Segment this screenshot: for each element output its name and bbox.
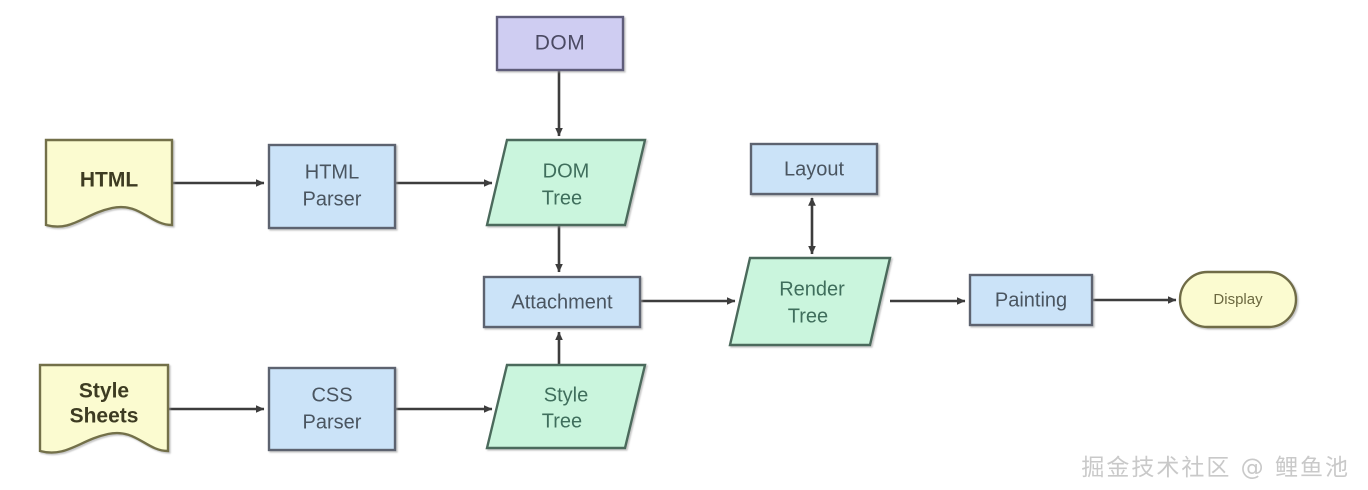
html-parser-label-line2: Parser bbox=[303, 188, 362, 210]
css-parser-label-line1: CSS bbox=[311, 384, 352, 406]
display-stadium bbox=[1178, 270, 1298, 329]
html-document-shape bbox=[44, 138, 174, 228]
node-display[interactable]: Display bbox=[1178, 270, 1298, 329]
display-label: Display bbox=[1213, 291, 1263, 308]
node-html[interactable]: HTML bbox=[44, 138, 174, 228]
dom-tree-label-line1: DOM bbox=[543, 160, 590, 182]
node-layout[interactable]: Layout bbox=[749, 142, 879, 196]
node-painting[interactable]: Painting bbox=[968, 273, 1094, 327]
dom-box bbox=[495, 15, 625, 72]
style-tree-label-line1: Style bbox=[544, 384, 588, 406]
node-render-tree[interactable]: Render Tree bbox=[728, 256, 892, 347]
node-style-tree[interactable]: Style Tree bbox=[485, 363, 647, 450]
attachment-box bbox=[482, 275, 642, 329]
layout-label: Layout bbox=[784, 158, 844, 180]
node-html-parser[interactable]: HTML Parser bbox=[267, 143, 397, 230]
html-label: HTML bbox=[80, 169, 138, 192]
css-parser-label-line2: Parser bbox=[303, 411, 362, 433]
layout-box bbox=[749, 142, 879, 196]
painting-box bbox=[968, 273, 1094, 327]
node-dom[interactable]: DOM bbox=[495, 15, 625, 72]
render-tree-label-line1: Render bbox=[779, 278, 845, 300]
attachment-label: Attachment bbox=[511, 291, 613, 313]
node-stylesheets[interactable]: Style Sheets bbox=[38, 363, 170, 454]
render-tree-parallelogram bbox=[728, 256, 892, 347]
stylesheets-label-line2: Sheets bbox=[70, 405, 139, 428]
stylesheets-label-line1: Style bbox=[79, 380, 129, 403]
node-attachment[interactable]: Attachment bbox=[482, 275, 642, 329]
html-parser-label-line1: HTML bbox=[305, 161, 359, 183]
node-dom-tree[interactable]: DOM Tree bbox=[485, 138, 647, 227]
style-tree-parallelogram bbox=[485, 363, 647, 450]
edges-layer bbox=[168, 70, 1177, 413]
watermark-text: 掘金技术社区 @ 鲤鱼池 bbox=[1081, 455, 1350, 481]
painting-label: Painting bbox=[995, 289, 1067, 311]
node-css-parser[interactable]: CSS Parser bbox=[267, 366, 397, 452]
render-tree-label-line2: Tree bbox=[788, 305, 828, 327]
html-parser-box bbox=[267, 143, 397, 230]
dom-tree-label-line2: Tree bbox=[542, 187, 582, 209]
style-tree-label-line2: Tree bbox=[542, 410, 582, 432]
dom-label: DOM bbox=[535, 32, 586, 55]
stylesheets-document-shape bbox=[38, 363, 170, 454]
dom-tree-parallelogram bbox=[485, 138, 647, 227]
css-parser-box bbox=[267, 366, 397, 452]
